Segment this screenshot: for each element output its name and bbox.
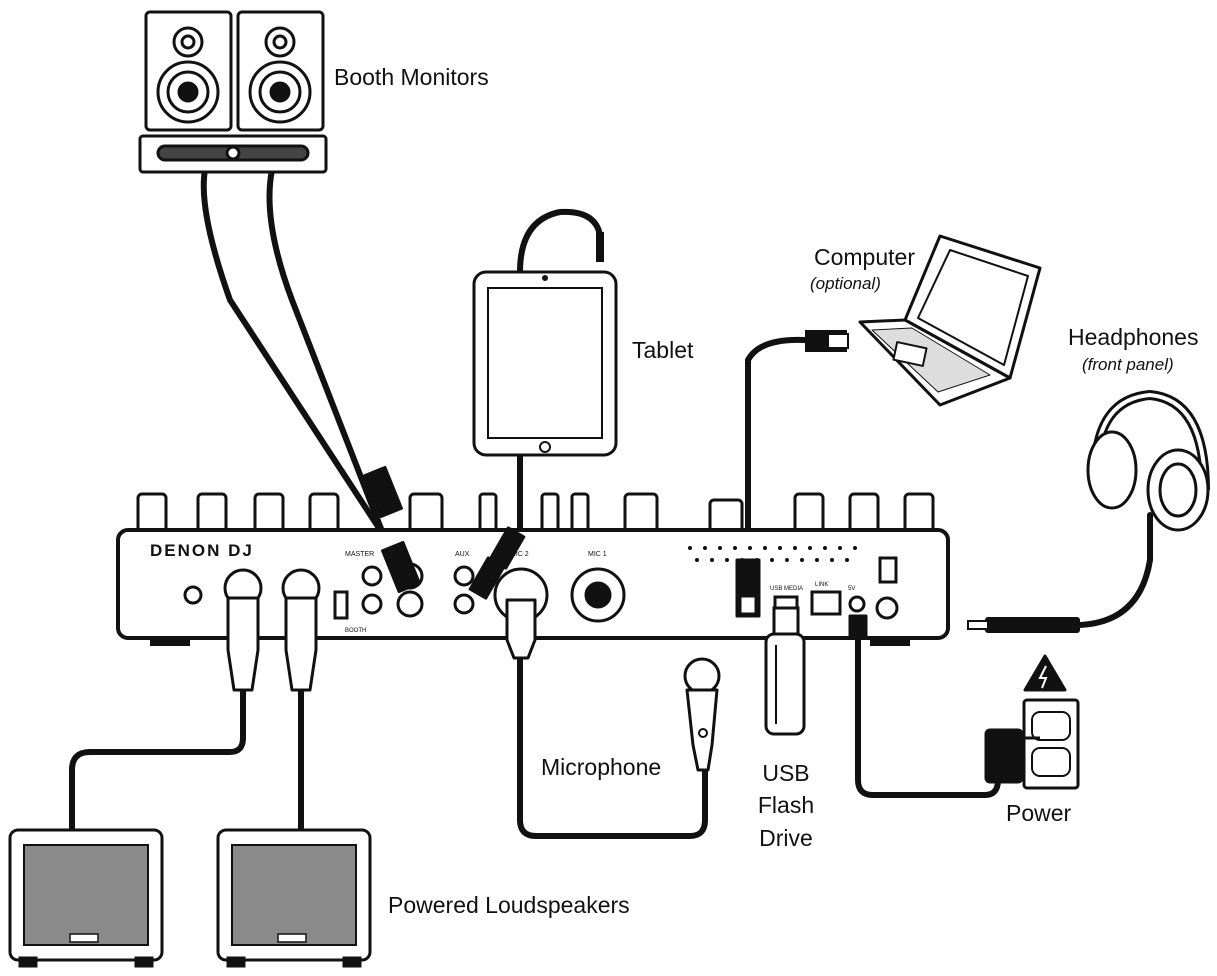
panel-label-booth: BOOTH [345, 628, 366, 634]
brand-logo: DENON DJ [150, 541, 254, 560]
top-knobs [136, 492, 935, 534]
tablet-plug [596, 232, 604, 262]
tablet-device [472, 270, 618, 457]
label-usb-line2: Flash [757, 792, 815, 819]
label-computer: Computer [814, 244, 915, 270]
label-usb-flash-drive: USB Flash Drive [750, 760, 822, 851]
headphones-device [1086, 389, 1210, 532]
label-booth-monitors: Booth Monitors [334, 64, 489, 90]
label-power: Power [1006, 800, 1072, 826]
laptop-computer [858, 234, 1042, 407]
label-usb-line1: USB [762, 760, 810, 786]
headphone-jack [967, 617, 1080, 633]
warning-bolt-icon [1038, 665, 1048, 689]
microphone-cable [517, 652, 708, 839]
vent-holes [688, 546, 857, 562]
computer-usb-cable [745, 336, 808, 588]
label-headphones: Headphones [1068, 324, 1199, 350]
label-powered-loudspeakers: Powered Loudspeakers [388, 892, 630, 918]
power-outlet [984, 654, 1080, 790]
booth-cable-left [200, 167, 393, 548]
panel-label-power: 5V [848, 586, 855, 592]
cables [69, 167, 1153, 839]
panel-label-link: LINK [815, 582, 828, 588]
panel-label-aux: AUX [455, 551, 470, 558]
label-computer-note: (optional) [810, 274, 881, 293]
panel-label-mic1: MIC 1 [588, 551, 607, 558]
tablet-top-cable [517, 208, 603, 275]
booth-monitors [138, 10, 328, 174]
booth-cable-right [266, 167, 411, 601]
dj-controller: DENON DJ MASTER BOOTH AUX MIC 2 MIC 1 US… [116, 492, 950, 646]
usb-plug-computer [805, 330, 849, 352]
panel-label-master: MASTER [345, 551, 374, 558]
panel-label-usb: USB MEDIA [770, 586, 803, 592]
panel-label-mic2: MIC 2 [510, 551, 529, 558]
label-tablet: Tablet [632, 337, 694, 363]
label-microphone: Microphone [541, 754, 662, 780]
usb-flash-drive [764, 606, 806, 736]
loudspeaker-cable-left [69, 687, 246, 833]
microphone-device [683, 657, 721, 772]
powered-loudspeakers [8, 828, 372, 968]
headphone-cable [1077, 512, 1153, 628]
plugs [226, 465, 868, 692]
label-headphones-note: (front panel) [1082, 355, 1174, 374]
power-cable [855, 632, 1001, 798]
label-usb-line3: Drive [759, 824, 813, 851]
